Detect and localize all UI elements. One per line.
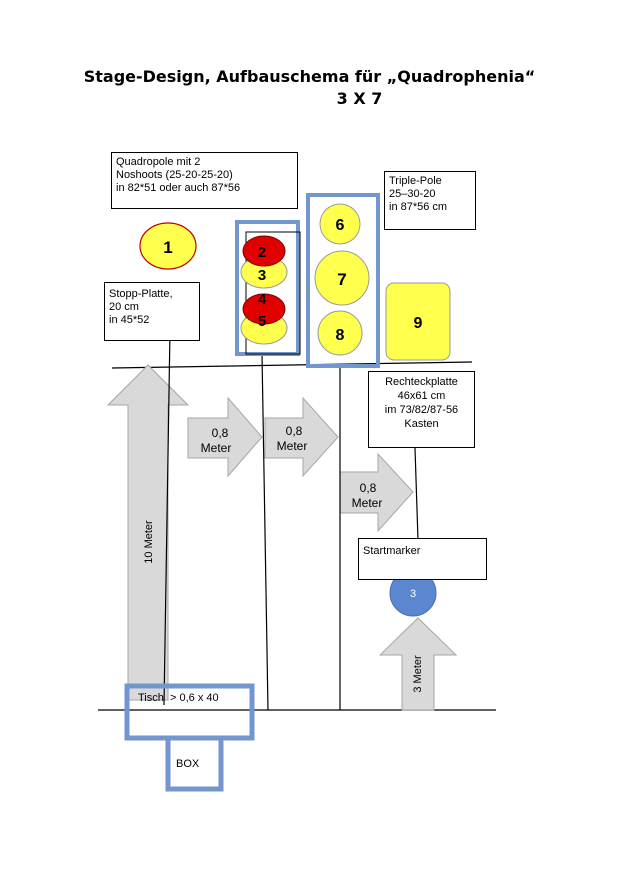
arrow-10-meter-label: 10 Meter xyxy=(143,520,155,564)
start-marker-label: 3 xyxy=(410,588,416,600)
circle-2 xyxy=(242,235,286,267)
frame-box xyxy=(165,735,224,792)
quadropole-line-1: Quadropole mit 2 xyxy=(116,156,201,168)
circle-5-label: 5 xyxy=(258,313,266,330)
quadropole-info-box: Quadropole mit 2 Noshoots (25-20-25-20) … xyxy=(111,152,298,209)
triple-pole-info-box: Triple-Pole 25–30-20 in 87*56 cm xyxy=(384,171,476,230)
circle-8 xyxy=(317,310,363,356)
startmarker-label: Startmarker xyxy=(363,545,421,557)
title-line-2: 3 X 7 xyxy=(336,89,383,108)
arrow-right-2 xyxy=(264,396,339,478)
circle-7 xyxy=(314,250,370,306)
arrow-2-label-2: Meter xyxy=(277,439,308,453)
circle-2-label: 2 xyxy=(258,244,266,261)
startmarker-box: Startmarker xyxy=(358,538,487,580)
quadropole-inner xyxy=(245,231,301,355)
arrow-1-label-1: 0,8 xyxy=(212,426,229,440)
triple-line-3: in 87*56 cm xyxy=(389,201,448,213)
stopp-line-3: in 45*52 xyxy=(109,314,150,326)
tisch-label: Tisch > 0,6 x 40 xyxy=(138,692,219,704)
triple-line-1: Triple-Pole xyxy=(389,175,442,187)
arrow-2-label-1: 0,8 xyxy=(286,424,303,438)
circle-4 xyxy=(242,293,286,325)
stage-line-top xyxy=(111,361,473,369)
triple-line-2: 25–30-20 xyxy=(389,188,436,200)
circle-3-label: 3 xyxy=(258,267,266,284)
rechteck-line-4: Kasten xyxy=(404,418,439,430)
circle-7-label: 7 xyxy=(337,270,346,289)
quadropole-line-2: Noshoots (25-20-25-20) xyxy=(116,169,233,181)
arrow-3-label-2: Meter xyxy=(352,496,383,510)
stopp-line-1: Stopp-Platte, xyxy=(109,288,173,300)
vline-quadropole xyxy=(261,353,269,711)
rechteck-line-1: Rechteckplatte xyxy=(385,376,458,388)
frame-triple xyxy=(306,193,380,368)
arrow-3-label-1: 0,8 xyxy=(360,481,377,495)
arrow-right-1 xyxy=(187,396,263,478)
plate-9 xyxy=(385,282,451,361)
arrow-3-meter xyxy=(378,617,458,711)
arrow-1-label-2: Meter xyxy=(201,441,232,455)
rechteckplatte-info-box: Rechteckplatte 46x61 cm im 73/82/87-56 K… xyxy=(368,371,475,448)
arrow-right-3 xyxy=(339,452,414,533)
arrow-3-meter-label: 3 Meter xyxy=(412,655,424,693)
circle-1-label: 1 xyxy=(163,238,172,257)
rechteck-line-2: 46x61 cm xyxy=(397,390,446,402)
circle-6-label: 6 xyxy=(336,217,345,234)
circle-8-label: 8 xyxy=(336,327,345,344)
page-title: Stage-Design, Aufbauschema für „Quadroph… xyxy=(0,66,619,110)
rechteck-line-3: im 73/82/87-56 xyxy=(384,404,459,416)
plate-9-label: 9 xyxy=(414,315,423,332)
circle-1 xyxy=(139,222,197,270)
quadropole-line-3: in 82*51 oder auch 87*56 xyxy=(116,182,241,194)
vline-rechteck xyxy=(414,447,419,541)
stopp-line-2: 20 cm xyxy=(109,301,139,313)
vline-stopp xyxy=(163,329,171,706)
box-label: BOX xyxy=(176,758,200,770)
circle-4-label: 4 xyxy=(258,291,267,308)
stopp-platte-info-box: Stopp-Platte, 20 cm in 45*52 xyxy=(104,282,200,341)
circle-6 xyxy=(319,203,361,245)
title-line-1: Stage-Design, Aufbauschema für „Quadroph… xyxy=(83,67,536,86)
